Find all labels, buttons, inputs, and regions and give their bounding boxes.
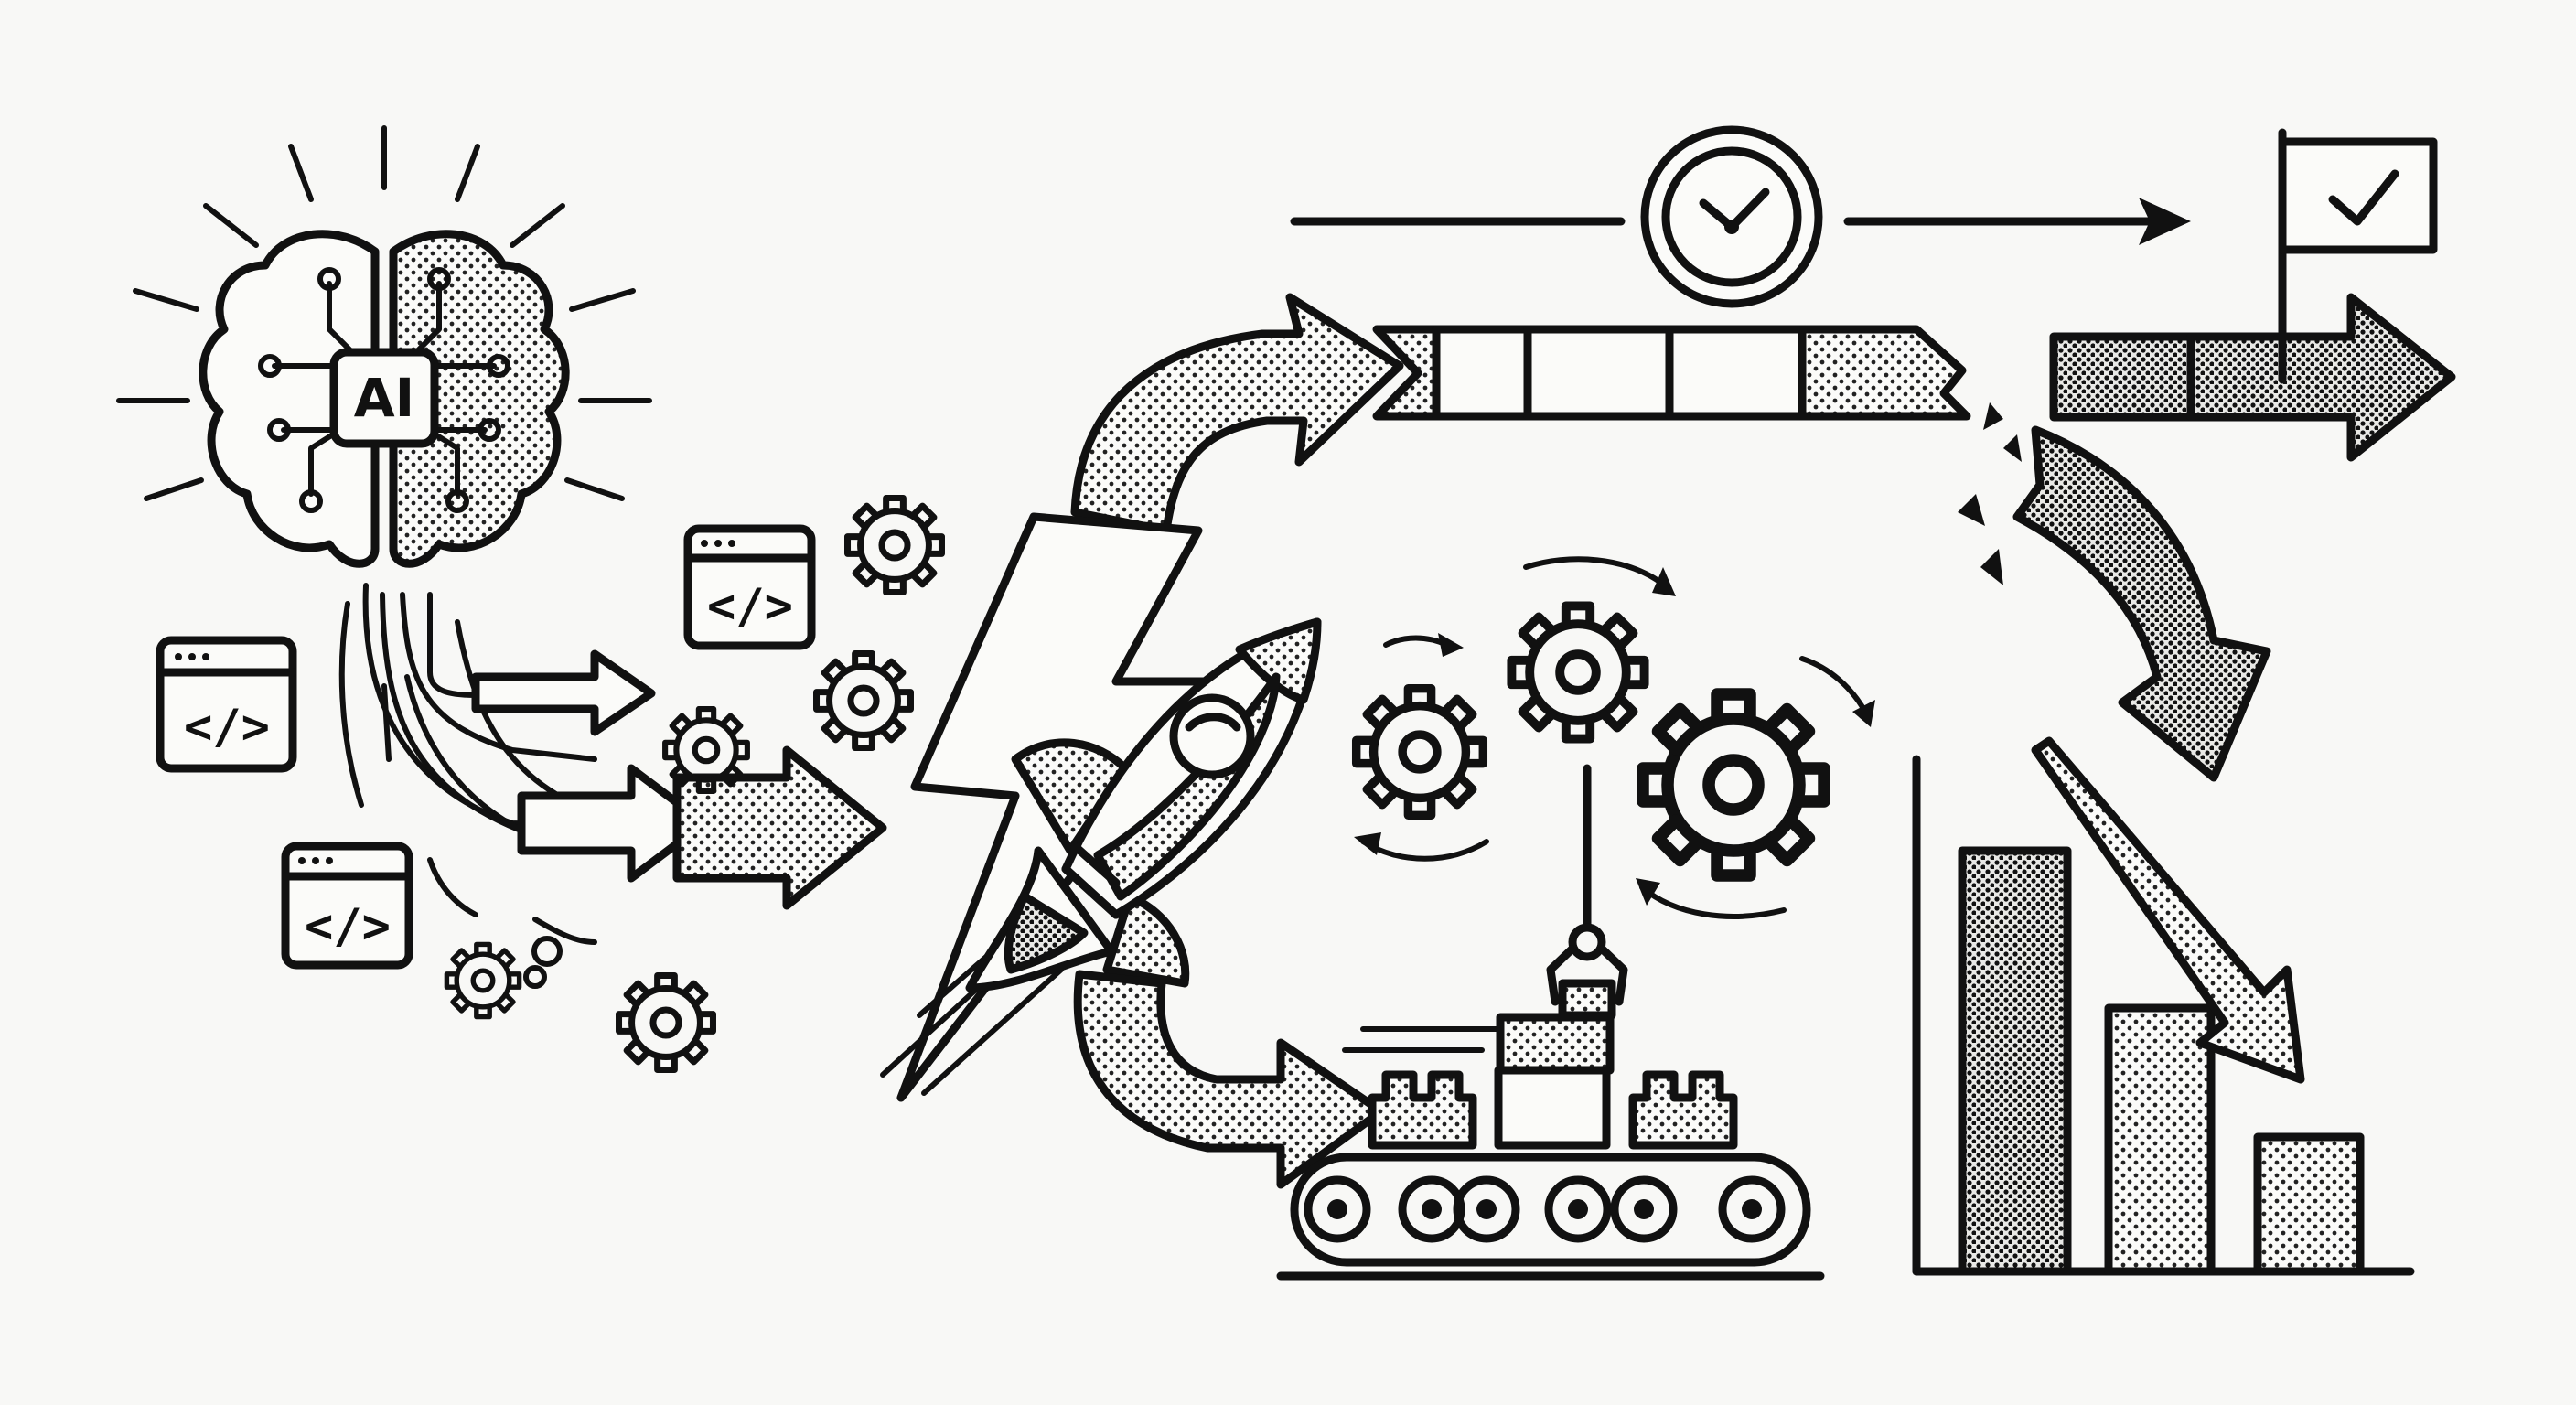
gear-icon <box>1511 606 1644 738</box>
ai-chip <box>329 348 439 448</box>
curved-arrow-bottom <box>1073 970 1386 1189</box>
stream-arrow-upper <box>471 649 656 736</box>
robot-claw-icon <box>1546 764 1628 1020</box>
checkered-flag-icon <box>2278 128 2438 384</box>
gear-icon <box>446 944 519 1016</box>
clock-timeline <box>1290 198 2191 245</box>
brain-glow-rays <box>116 125 652 501</box>
stream-arrow-main <box>672 745 887 910</box>
timeline-progress-bar <box>1372 293 2456 585</box>
gear-icon <box>817 654 911 748</box>
code-window-icon: </> <box>683 524 816 650</box>
conveyor-speed-lines <box>1342 1026 1503 1053</box>
gear-icon <box>1357 689 1484 816</box>
conveyor-belt-icon <box>1276 1013 1825 1281</box>
gear-icon <box>1643 694 1824 875</box>
svg-text:</>: </> <box>184 700 270 755</box>
code-window-icon: </> <box>156 636 297 773</box>
svg-text:</>: </> <box>305 899 391 954</box>
gear-icon <box>848 499 942 593</box>
curved-arrow-top <box>1070 293 1404 535</box>
rocket-icon <box>880 617 1322 1096</box>
gear-icon <box>619 976 714 1070</box>
descending-broken-arrow <box>2012 425 2271 782</box>
clock-icon <box>1640 125 1823 308</box>
gear-icon <box>665 709 747 791</box>
brain-icon: AI <box>116 125 652 568</box>
stream-arrow-middle <box>517 764 709 883</box>
code-window-icon: </> <box>281 842 413 970</box>
ai-chip-label: AI <box>354 367 414 429</box>
brain-circuit-traces <box>272 281 497 497</box>
bar-chart-icon <box>1912 736 2415 1276</box>
downtrend-arrow <box>2031 736 2305 1084</box>
svg-text:</>: </> <box>707 579 793 634</box>
